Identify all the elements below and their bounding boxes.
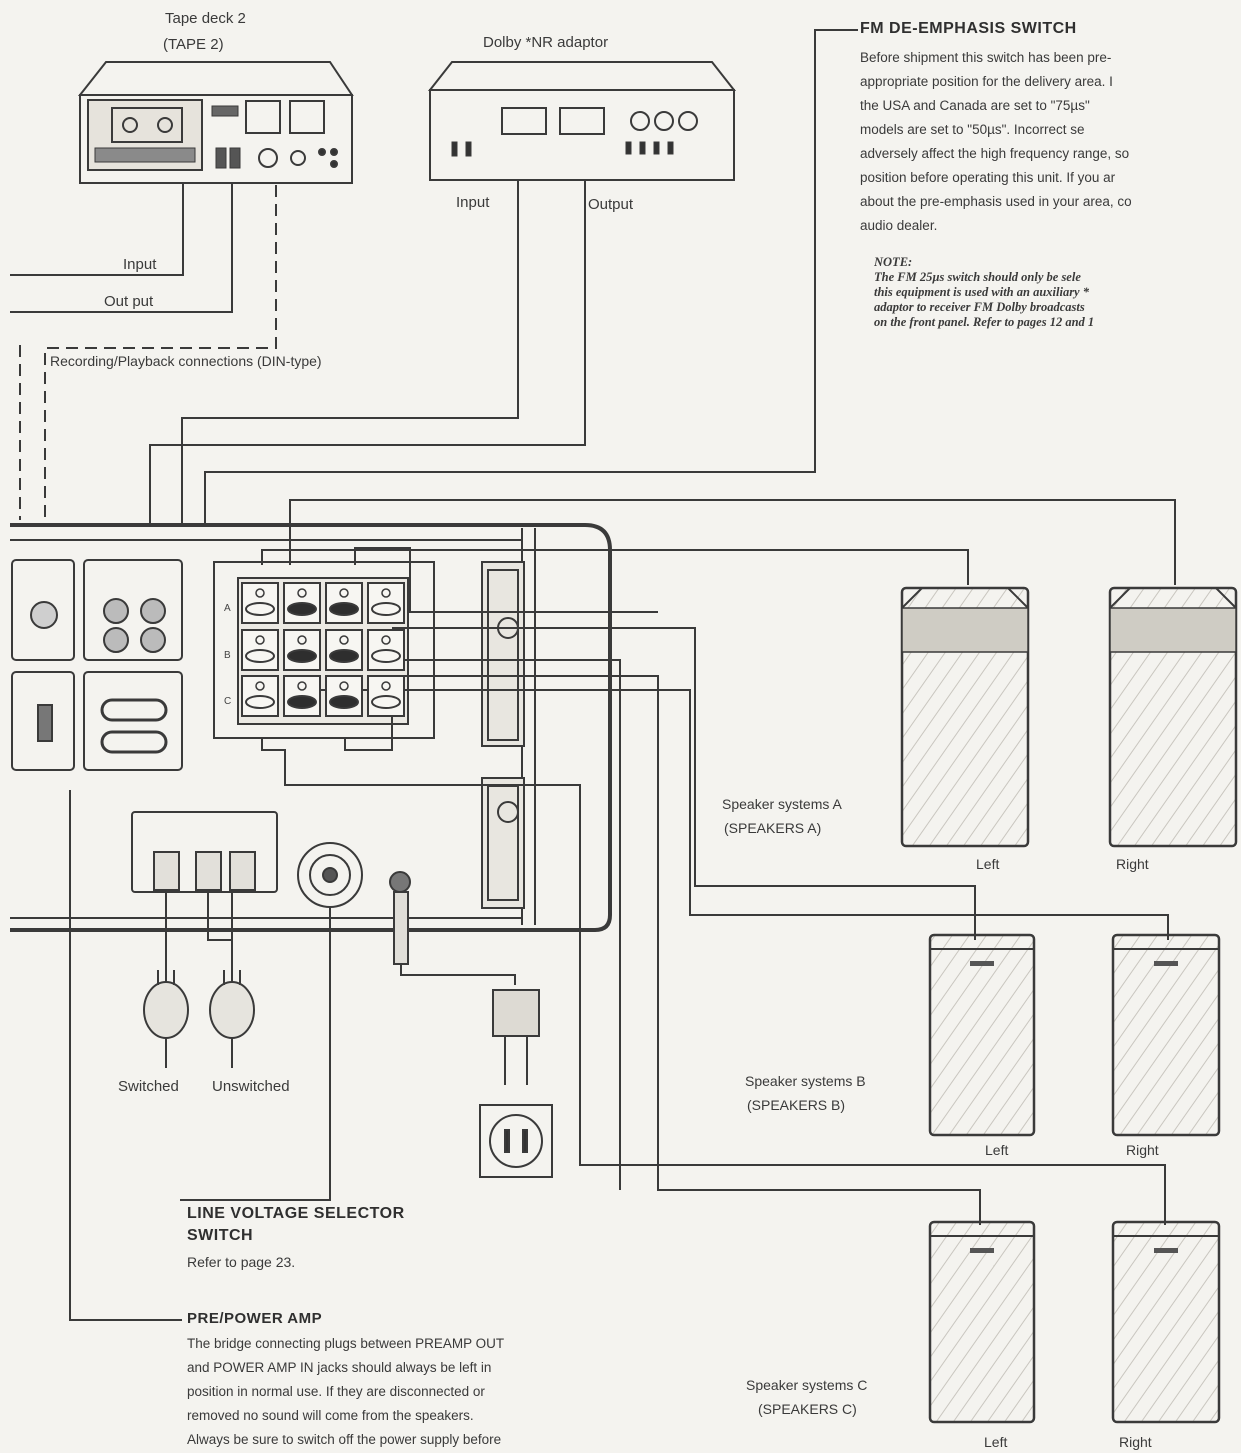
speaker-cabinet-icon	[900, 586, 1030, 848]
speaker-cabinet-icon	[1111, 1220, 1221, 1424]
fm-deemphasis-heading: FM DE-EMPHASIS SWITCH	[860, 20, 1077, 37]
terminal-screw	[255, 588, 265, 598]
fm-note-line: The FM 25µs switch should only be sele	[874, 270, 1081, 284]
terminal-screw	[297, 681, 307, 691]
fm-note-line: this equipment is used with an auxiliary…	[874, 285, 1089, 299]
fm-line: audio dealer.	[860, 218, 938, 233]
speakers-b-code: (SPEAKERS B)	[747, 1097, 846, 1113]
speaker-terminals: A B C	[224, 582, 405, 717]
terminal-knob	[371, 695, 401, 709]
fm-note-line: on the front panel. Refer to pages 12 an…	[874, 315, 1095, 329]
fm-line: models are set to "50µs". Incorrect se	[860, 122, 1085, 137]
speaker-cabinet-icon	[1108, 586, 1238, 848]
terminal-knob	[287, 649, 317, 663]
unswitched-outlet-label: Unswitched	[212, 1078, 290, 1095]
terminal-screw	[297, 588, 307, 598]
dolby-adaptor-icon	[427, 61, 737, 181]
terminal-knob	[245, 695, 275, 709]
speakers-b-left-label: Left	[985, 1142, 1009, 1158]
terminal-screw	[381, 635, 391, 645]
terminal-knob	[329, 649, 359, 663]
terminal-row-label: A	[224, 603, 231, 614]
dolby-adaptor-label: Dolby *NR adaptor	[483, 34, 609, 51]
terminal-knob	[329, 695, 359, 709]
pre-power-line: Always be sure to switch off the power s…	[187, 1432, 502, 1447]
terminal-knob	[245, 649, 275, 663]
fm-line: about the pre-emphasis used in your area…	[860, 194, 1132, 209]
dolby-input-label: Input	[456, 194, 490, 211]
speakers-c-code: (SPEAKERS C)	[758, 1401, 857, 1417]
speaker-cabinet-icon	[928, 1220, 1036, 1424]
pre-power-line: removed no sound will come from the spea…	[187, 1408, 474, 1423]
terminal-slot	[241, 582, 279, 624]
terminal-knob	[371, 649, 401, 663]
fm-line: position before operating this unit. If …	[860, 170, 1116, 185]
receiver-rear-panel	[10, 523, 612, 932]
switched-outlet-label: Switched	[118, 1078, 179, 1095]
speakers-c-label: Speaker systems C	[746, 1377, 868, 1393]
pre-power-line: position in normal use. If they are disc…	[187, 1384, 485, 1399]
pre-power-line: and POWER AMP IN jacks should always be …	[187, 1360, 492, 1375]
terminal-screw	[339, 635, 349, 645]
terminal-screw	[339, 681, 349, 691]
terminal-screw	[339, 588, 349, 598]
speakers-a-right-label: Right	[1116, 856, 1149, 872]
tape-deck-code: (TAPE 2)	[163, 36, 224, 53]
din-connection-label: Recording/Playback connections (DIN-type…	[50, 353, 322, 369]
fm-line: adversely affect the high frequency rang…	[860, 146, 1130, 161]
terminal-knob	[245, 602, 275, 616]
fm-line: the USA and Canada are set to "75µs"	[860, 98, 1090, 113]
line-voltage-heading-2: SWITCH	[187, 1227, 254, 1244]
terminal-knob	[287, 695, 317, 709]
pre-power-heading: PRE/POWER AMP	[187, 1310, 323, 1327]
terminal-row-label: B	[224, 650, 231, 661]
dolby-output-label: Output	[588, 196, 634, 213]
line-voltage-heading: LINE VOLTAGE SELECTOR	[187, 1205, 405, 1222]
tape-output-label: Out put	[104, 293, 154, 310]
terminal-screw	[381, 681, 391, 691]
tape-input-label: Input	[123, 256, 157, 273]
terminal-knob	[371, 602, 401, 616]
terminal-screw	[255, 681, 265, 691]
power-plug-icon	[492, 989, 540, 1085]
terminal-screw	[297, 635, 307, 645]
speakers-a-left-label: Left	[976, 856, 1000, 872]
fm-note-line: adaptor to receiver FM Dolby broadcasts	[874, 300, 1085, 314]
pre-power-line: The bridge connecting plugs between PREA…	[187, 1336, 505, 1351]
terminal-screw	[381, 588, 391, 598]
speaker-cabinets	[900, 586, 1238, 1424]
tape-deck-icon	[77, 61, 354, 184]
fm-note-label: NOTE:	[874, 255, 913, 269]
terminal-knob	[329, 602, 359, 616]
speakers-b-label: Speaker systems B	[745, 1073, 866, 1089]
fm-line: appropriate position for the delivery ar…	[860, 74, 1113, 89]
speakers-a-code: (SPEAKERS A)	[724, 820, 822, 836]
tape-deck-label: Tape deck 2	[165, 10, 246, 27]
line-voltage-ref: Refer to page 23.	[187, 1254, 296, 1270]
pre-power-text: The bridge connecting plugs between PREA…	[187, 1332, 662, 1452]
fm-deemphasis-text: Before shipment this switch has been pre…	[860, 46, 1241, 238]
fm-note: NOTE: The FM 25µs switch should only be …	[874, 255, 1241, 330]
terminal-screw	[255, 635, 265, 645]
speakers-b-right-label: Right	[1126, 1142, 1159, 1158]
speaker-cabinet-icon	[1111, 933, 1221, 1137]
speakers-c-right-label: Right	[1119, 1434, 1152, 1450]
speakers-c-left-label: Left	[984, 1434, 1008, 1450]
terminal-knob	[287, 602, 317, 616]
speakers-a-label: Speaker systems A	[722, 796, 842, 812]
speaker-cabinet-icon	[928, 933, 1036, 1137]
wall-socket-icon	[479, 1104, 553, 1178]
fm-line: Before shipment this switch has been pre…	[860, 50, 1112, 65]
terminal-row-label: C	[224, 696, 231, 707]
